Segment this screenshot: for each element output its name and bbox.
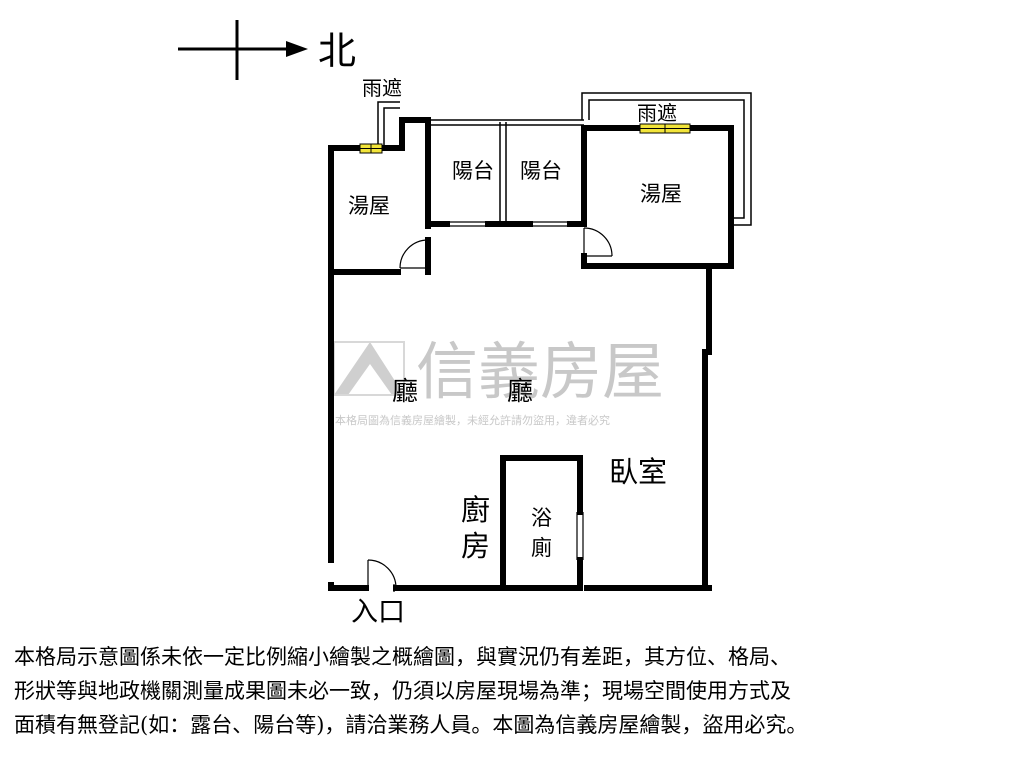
sliding-doors [447, 221, 570, 227]
balcony-1-label: 陽台 [452, 159, 494, 183]
door-left-bath [399, 239, 429, 269]
hall-label-1: 廳 [392, 377, 418, 407]
canopy-right-label: 雨遮 [637, 101, 677, 125]
north-arrow-icon [178, 20, 308, 80]
bedroom-label: 臥室 [609, 455, 667, 489]
bath-right-label: 湯屋 [640, 182, 682, 206]
kitchen-label-1: 廚 [461, 493, 490, 527]
disclaimer-line-3: 面積有無登記(如：露台、陽台等)，請洽業務人員。本圖為信義房屋繪製，盜用必究。 [14, 713, 808, 737]
watermark-notice: 本格局圖為信義房屋繪製，未經允許請勿盜用，違者必究 [335, 413, 610, 427]
entrance-label: 入口 [351, 597, 405, 628]
window-right [639, 123, 691, 134]
bath-left-label: 湯屋 [348, 194, 390, 218]
canopy-outlines [377, 92, 752, 226]
entrance-door [367, 559, 397, 592]
balcony-2-label: 陽台 [520, 159, 562, 183]
floor-plan: 北 信義房屋 本格局圖為信義房屋繪製，未經允許請勿盜用，違者必究 [178, 20, 752, 628]
kitchen-label-2: 房 [461, 529, 490, 563]
disclaimer-line-1: 本格局示意圖係未依一定比例縮小繪製之概繪圖，與實況仍有差距，其方位、格局、 [14, 645, 791, 669]
disclaimer-line-2: 形狀等與地政機關測量成果圖未必一致，仍須以房屋現場為準；現場空間使用方式及 [14, 679, 791, 703]
watermark-brand: 信義房屋 [416, 335, 664, 408]
window-left [359, 143, 383, 154]
disclaimer-text: 本格局示意圖係未依一定比例縮小繪製之概繪圖，與實況仍有差距，其方位、格局、 形狀… [14, 640, 1014, 742]
canopy-left-label: 雨遮 [362, 76, 402, 100]
compass-direction-label: 北 [318, 29, 356, 73]
toilet-sliding-door [576, 512, 584, 560]
hall-label-2: 廳 [507, 377, 533, 407]
toilet-label-1: 浴 [531, 506, 552, 530]
toilet-label-2: 廁 [531, 536, 552, 560]
door-right-bath [583, 227, 613, 257]
walls [328, 117, 734, 591]
